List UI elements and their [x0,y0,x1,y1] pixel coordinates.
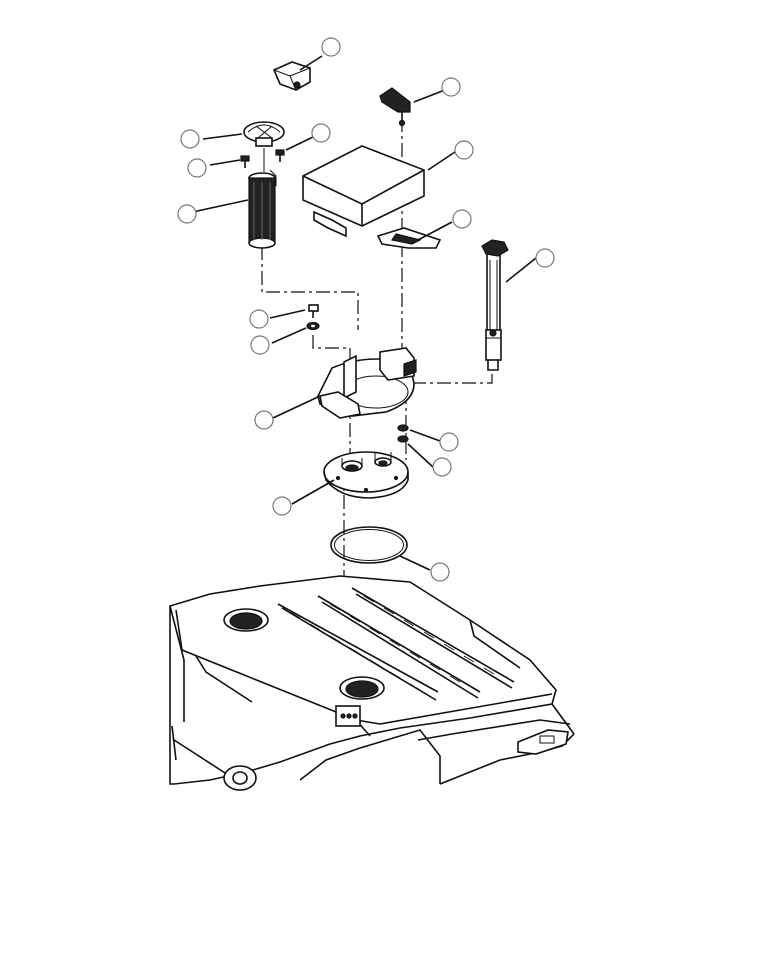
callout-balloons [177,37,555,582]
callout-balloon [535,248,555,268]
screw-part-left [240,155,250,168]
callout-balloon [180,129,200,149]
callout-balloon [249,309,269,329]
leader-lines [187,55,537,571]
callout-balloon [432,457,452,477]
screw-part-right [275,149,285,162]
retainer-plate-part [317,347,417,419]
level-sender-rod-part [481,239,509,371]
bracket-part [376,227,442,249]
callout-balloon [311,123,331,143]
sender-cap-part [243,121,285,147]
callout-balloon [441,77,461,97]
callout-balloon [439,432,459,452]
bolt-part [308,304,319,318]
callout-balloon [452,209,472,229]
callout-balloon [250,335,270,355]
large-o-ring-gasket-part [330,526,408,564]
small-o-rings-part [397,424,409,443]
callout-balloon [272,496,292,516]
callout-balloon [430,562,450,582]
fuel-tank-part [169,575,575,791]
callout-balloon [321,37,341,57]
fuel-pump-cylinder-part [248,148,277,249]
pump-flange-part [323,451,409,499]
callout-balloon [177,204,197,224]
callout-balloon [454,140,474,160]
callout-balloon [254,410,274,430]
connector-key-part [379,87,411,127]
callout-balloon [187,158,207,178]
washer-part [306,321,320,331]
control-module-box-part [302,145,425,238]
